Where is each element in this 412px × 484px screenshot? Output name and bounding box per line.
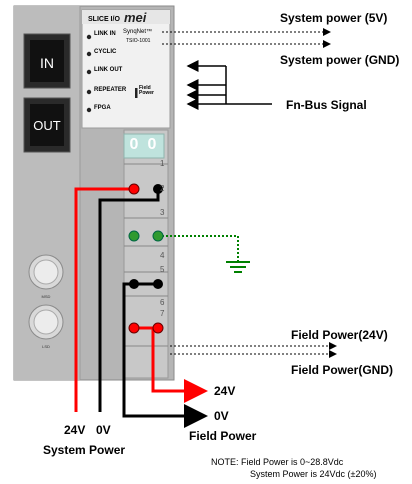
fpga-led <box>86 107 92 113</box>
terminal-block <box>123 129 169 379</box>
terminal-dot <box>152 230 164 242</box>
terminal-dot <box>153 279 163 289</box>
status-leds <box>86 34 138 113</box>
led-label-repeater: REPEATER <box>94 87 127 93</box>
system-0v-label: 0V <box>96 423 111 437</box>
led-label-link-out: LINK OUT <box>94 67 123 73</box>
terminal-number: 1 <box>160 159 165 168</box>
fn-bus-arrows <box>186 60 272 110</box>
cyclic-led <box>86 51 92 57</box>
terminal-dot <box>152 322 164 334</box>
terminal-number: 5 <box>160 265 165 274</box>
terminal-dot <box>153 184 163 194</box>
slice-io-module: SLICE I/O mei IN OUT MSD LSD <box>13 5 175 381</box>
ground-wire <box>158 235 239 262</box>
led-panel <box>81 9 171 129</box>
repeater-led <box>86 89 92 95</box>
terminal-number: 4 <box>160 251 165 260</box>
terminal-number: 3 <box>160 208 165 217</box>
terminal-dot <box>128 322 140 334</box>
led-label-fpga: FPGA <box>94 105 111 111</box>
fn-bus-signal-label: Fn-Bus Signal <box>286 98 367 112</box>
system-power-arrows <box>162 28 331 48</box>
system-power-24v-wire <box>74 187 133 412</box>
field-power-gnd-label: Field Power(GND) <box>291 363 394 377</box>
system-power-label: System Power <box>43 443 126 457</box>
address-display <box>123 133 165 159</box>
field-0v-label: 0V <box>214 409 229 423</box>
terminal-number: 6 <box>160 298 165 307</box>
in-port-label: IN <box>40 55 54 71</box>
link-in-led <box>86 34 92 40</box>
led-label-cyclic: CYCLIC <box>94 49 117 55</box>
terminal-number: 2 <box>160 184 165 193</box>
field-power-led <box>135 88 138 98</box>
system-power-0v-wire <box>98 189 160 412</box>
system-24v-label: 24V <box>64 423 86 437</box>
mei-logo: mei <box>124 10 147 25</box>
note-line-2: System Power is 24Vdc (±20%) <box>250 469 377 479</box>
system-power-gnd-label: System power (GND) <box>280 53 400 67</box>
address-digit-2: 0 <box>147 136 157 153</box>
model-line-1: SynqNet™ <box>123 29 153 35</box>
link-out-led <box>86 69 92 75</box>
terminal-dot <box>128 230 140 242</box>
terminal-number: 7 <box>160 309 165 318</box>
field-power-arrows <box>170 342 337 358</box>
led-label-link-in: LINK IN <box>94 31 116 37</box>
brand-label: SLICE I/O <box>88 16 120 23</box>
ground-icon <box>226 261 250 273</box>
field-power-24v-label: Field Power(24V) <box>291 328 388 342</box>
field-24v-label: 24V <box>214 384 236 398</box>
msd-label: MSD <box>42 294 51 299</box>
terminal-dot <box>128 183 140 195</box>
model-line-2: TSIO-1001 <box>126 38 151 44</box>
out-port-label: OUT <box>33 118 61 133</box>
field-power-label: Field Power <box>189 429 257 443</box>
system-power-5v-label: System power (5V) <box>280 11 388 25</box>
lsd-label: LSD <box>42 344 50 349</box>
note-line-1: NOTE: Field Power is 0~28.8Vdc <box>211 457 344 467</box>
address-digit-1: 0 <box>129 136 139 153</box>
field-power-led-label: Field Power <box>139 85 155 96</box>
terminal-dot <box>129 279 139 289</box>
terminal-dots <box>128 183 164 334</box>
